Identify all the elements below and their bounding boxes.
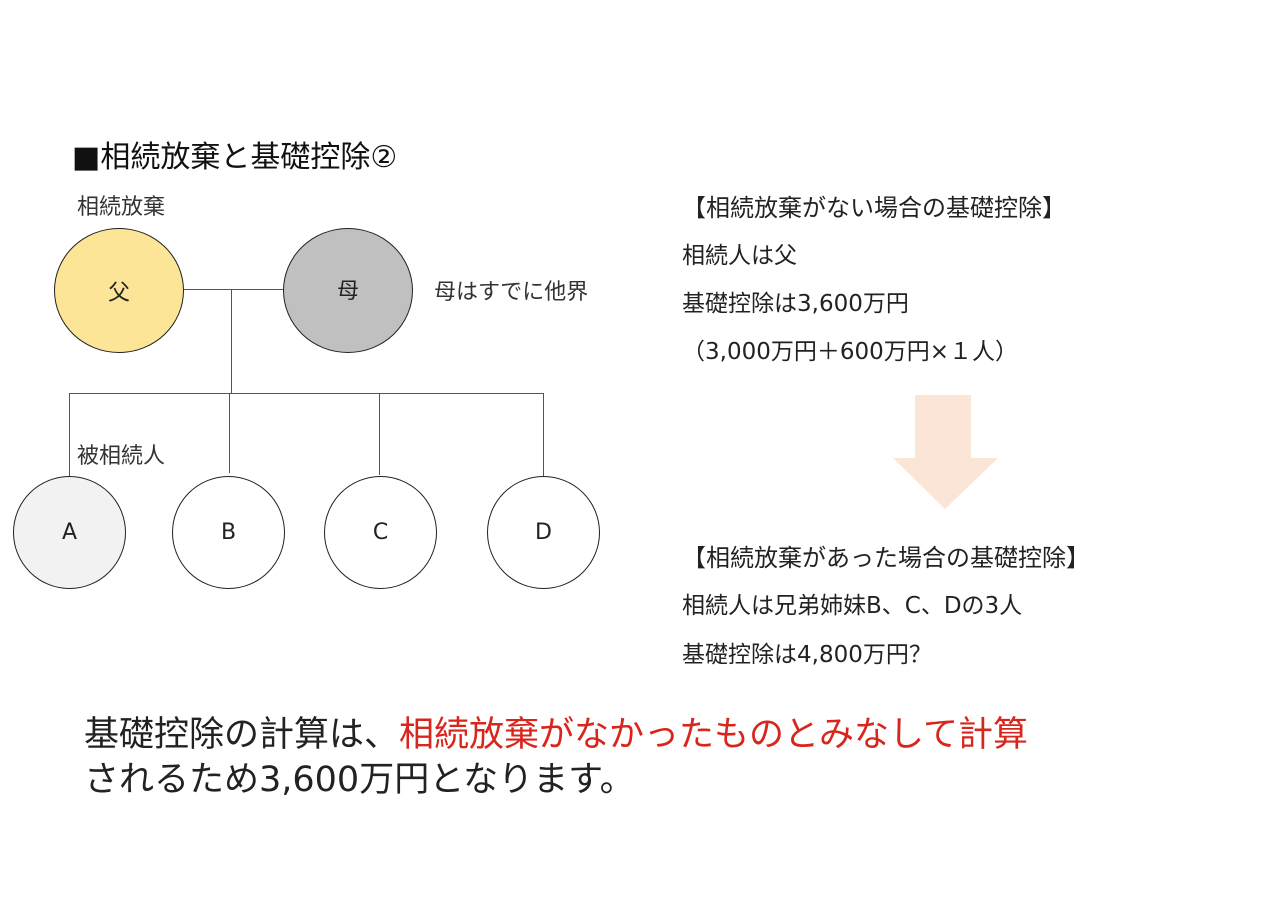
conclusion-emphasis: 相続放棄がなかったものとみなして計算 xyxy=(399,715,1028,755)
renounce-label: 相続放棄 xyxy=(77,195,166,220)
father-node: 父 xyxy=(54,228,184,353)
child-node-b: B xyxy=(172,476,285,589)
mother-note: 母はすでに他界 xyxy=(434,280,589,305)
child-b-connector xyxy=(229,393,230,473)
child-label: A xyxy=(61,520,78,545)
no-renounce-deduction: 基礎控除は3,600万円 xyxy=(682,291,909,317)
down-arrow-icon xyxy=(893,395,998,509)
parent-connector xyxy=(184,289,283,290)
child-label: D xyxy=(535,520,552,545)
child-node-c: C xyxy=(324,476,437,589)
with-renounce-heading: 【相続放棄があった場合の基礎控除】 xyxy=(682,544,1090,572)
child-node-a: A xyxy=(13,476,126,589)
conclusion-prefix: 基礎控除の計算は、 xyxy=(84,715,400,755)
child-label: B xyxy=(220,520,237,545)
child-a-connector xyxy=(69,393,70,477)
child-d-connector xyxy=(543,393,544,477)
child-node-d: D xyxy=(487,476,600,589)
father-label: 父 xyxy=(107,280,130,306)
with-renounce-heirs: 相続人は兄弟姉妹B、C、Dの3人 xyxy=(682,593,1023,619)
page-title: ■相続放棄と基礎控除② xyxy=(72,140,398,175)
no-renounce-heirs: 相続人は父 xyxy=(682,243,797,269)
with-renounce-deduction: 基礎控除は4,800万円？ xyxy=(682,642,932,668)
conclusion-line-1: 基礎控除の計算は、相続放棄がなかったものとみなして計算 xyxy=(84,713,1028,757)
decedent-label: 被相続人 xyxy=(77,444,166,469)
mother-node: 母 xyxy=(283,228,413,353)
no-renounce-formula: （3,000万円＋600万円×１人） xyxy=(682,339,1019,365)
no-renounce-heading: 【相続放棄がない場合の基礎控除】 xyxy=(682,194,1066,222)
descent-connector xyxy=(231,289,232,393)
conclusion-line-2: されるため3,600万円となります。 xyxy=(84,760,635,800)
child-c-connector xyxy=(379,393,380,475)
child-label: C xyxy=(372,520,389,545)
sibling-bar xyxy=(69,393,544,394)
mother-label: 母 xyxy=(336,278,359,304)
